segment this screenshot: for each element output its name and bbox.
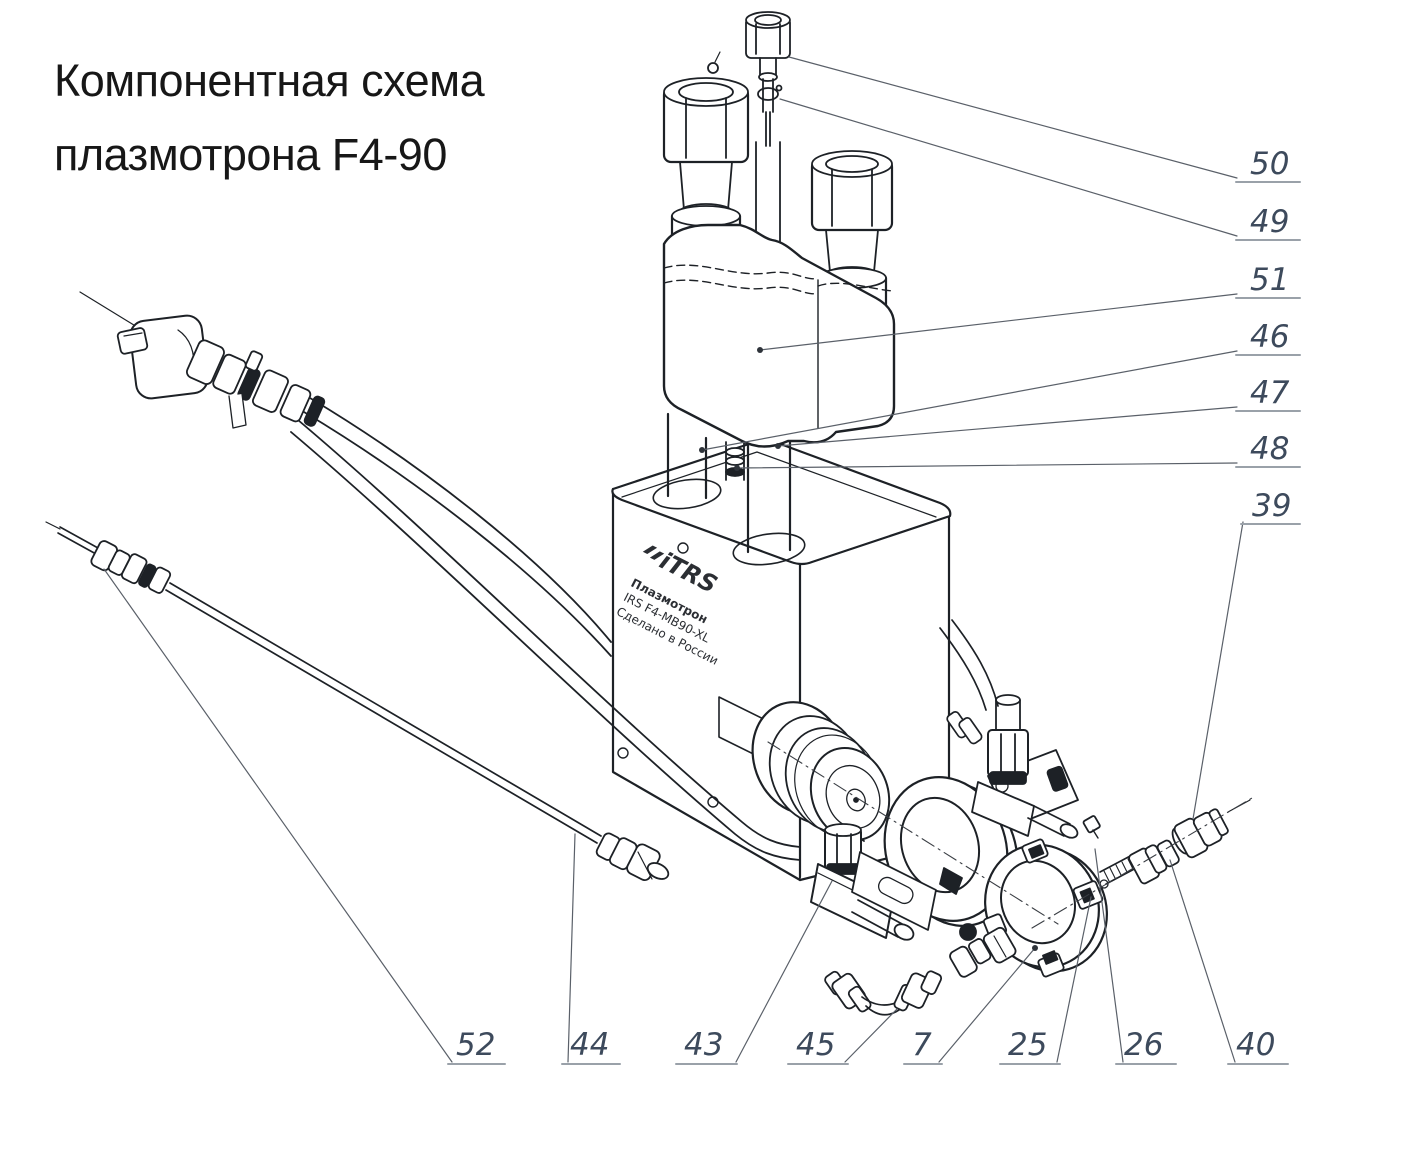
part-number: 25 <box>1008 1027 1047 1063</box>
callout-40: 40 <box>1169 859 1289 1065</box>
callout-43: 43 <box>675 880 833 1065</box>
flange-inlet-coupler <box>949 926 1017 978</box>
part-number: 7 <box>912 1027 932 1063</box>
leader-line <box>1192 521 1244 820</box>
leader-dot <box>757 347 763 353</box>
pilot-cable-end-fitting <box>595 832 670 881</box>
part-number: 26 <box>1124 1027 1163 1063</box>
callout-52: 52 <box>103 568 506 1065</box>
axis-centerlines <box>767 741 1253 929</box>
rear-hose <box>939 619 999 745</box>
leader-dot <box>734 465 740 471</box>
right-angle-fitting <box>971 694 1079 839</box>
leader-line <box>103 568 453 1063</box>
callout-25: 25 <box>999 896 1092 1065</box>
part-number: 48 <box>1250 431 1289 467</box>
leader-line <box>777 406 1238 447</box>
leader-line <box>759 293 1238 351</box>
elbow-hose <box>824 970 943 1016</box>
head-disc-stack <box>751 701 891 842</box>
leader-dot <box>1032 945 1038 951</box>
callout-labels: 50 49 51 46 47 48 39 52 44 43 45 7 25 26 40 <box>103 56 1301 1065</box>
leader-dot <box>699 447 705 453</box>
page-title-line2: плазмотрона F4-90 <box>54 129 447 180</box>
part-number: 50 <box>1250 146 1289 182</box>
leader-line <box>567 833 576 1063</box>
leader-line <box>735 880 833 1063</box>
callout-46: 46 <box>699 319 1301 453</box>
page-title: Компонентная схема плазмотрона F4-90 <box>54 44 485 192</box>
callout-47: 47 <box>775 375 1301 449</box>
leader-line <box>736 462 1238 469</box>
inner-cable <box>725 441 745 481</box>
top-valve-fitting <box>745 11 791 301</box>
part-number: 47 <box>1250 375 1290 411</box>
cable-connector <box>79 291 326 429</box>
callout-49: 49 <box>779 98 1301 241</box>
stem-fitting <box>1099 839 1180 885</box>
leader-line <box>844 1008 898 1063</box>
leader-line <box>1169 859 1236 1063</box>
callout-7: 7 <box>903 945 1038 1065</box>
leader-line <box>1094 848 1124 1063</box>
part-number: 51 <box>1250 262 1289 298</box>
supply-hoses <box>290 397 801 861</box>
callout-45: 45 <box>787 1008 898 1065</box>
part-number: 39 <box>1252 488 1291 524</box>
leader-line <box>788 56 1238 179</box>
electrode-tubes <box>666 412 792 554</box>
part-number: 52 <box>456 1027 495 1063</box>
part-number: 46 <box>1250 319 1289 355</box>
callout-39: 39 <box>1192 488 1301 820</box>
callout-26: 26 <box>1094 848 1177 1065</box>
leader-line <box>701 350 1238 451</box>
part-number: 49 <box>1250 204 1289 240</box>
set-screw-pin <box>1082 815 1109 889</box>
pilot-cable <box>45 521 670 881</box>
gland-segments <box>186 339 326 429</box>
callout-50: 50 <box>788 56 1301 183</box>
callout-51: 51 <box>757 262 1301 353</box>
callout-44: 44 <box>561 833 621 1065</box>
clamp-ring <box>851 749 1079 941</box>
callout-48: 48 <box>734 431 1301 471</box>
part-number: 40 <box>1236 1027 1275 1063</box>
part-number: 45 <box>796 1027 835 1063</box>
part-number: 44 <box>570 1027 609 1063</box>
leader-line <box>779 98 1238 237</box>
page-title-line1: Компонентная схема <box>54 55 485 106</box>
part-number: 43 <box>684 1027 723 1063</box>
leader-line <box>938 947 1036 1063</box>
leader-line <box>1056 896 1092 1063</box>
logo-mark <box>642 545 665 560</box>
leader-dot <box>775 443 781 449</box>
retaining-clip <box>757 84 783 101</box>
hose-sheath <box>662 223 896 448</box>
coupler-fitting <box>1171 799 1251 859</box>
